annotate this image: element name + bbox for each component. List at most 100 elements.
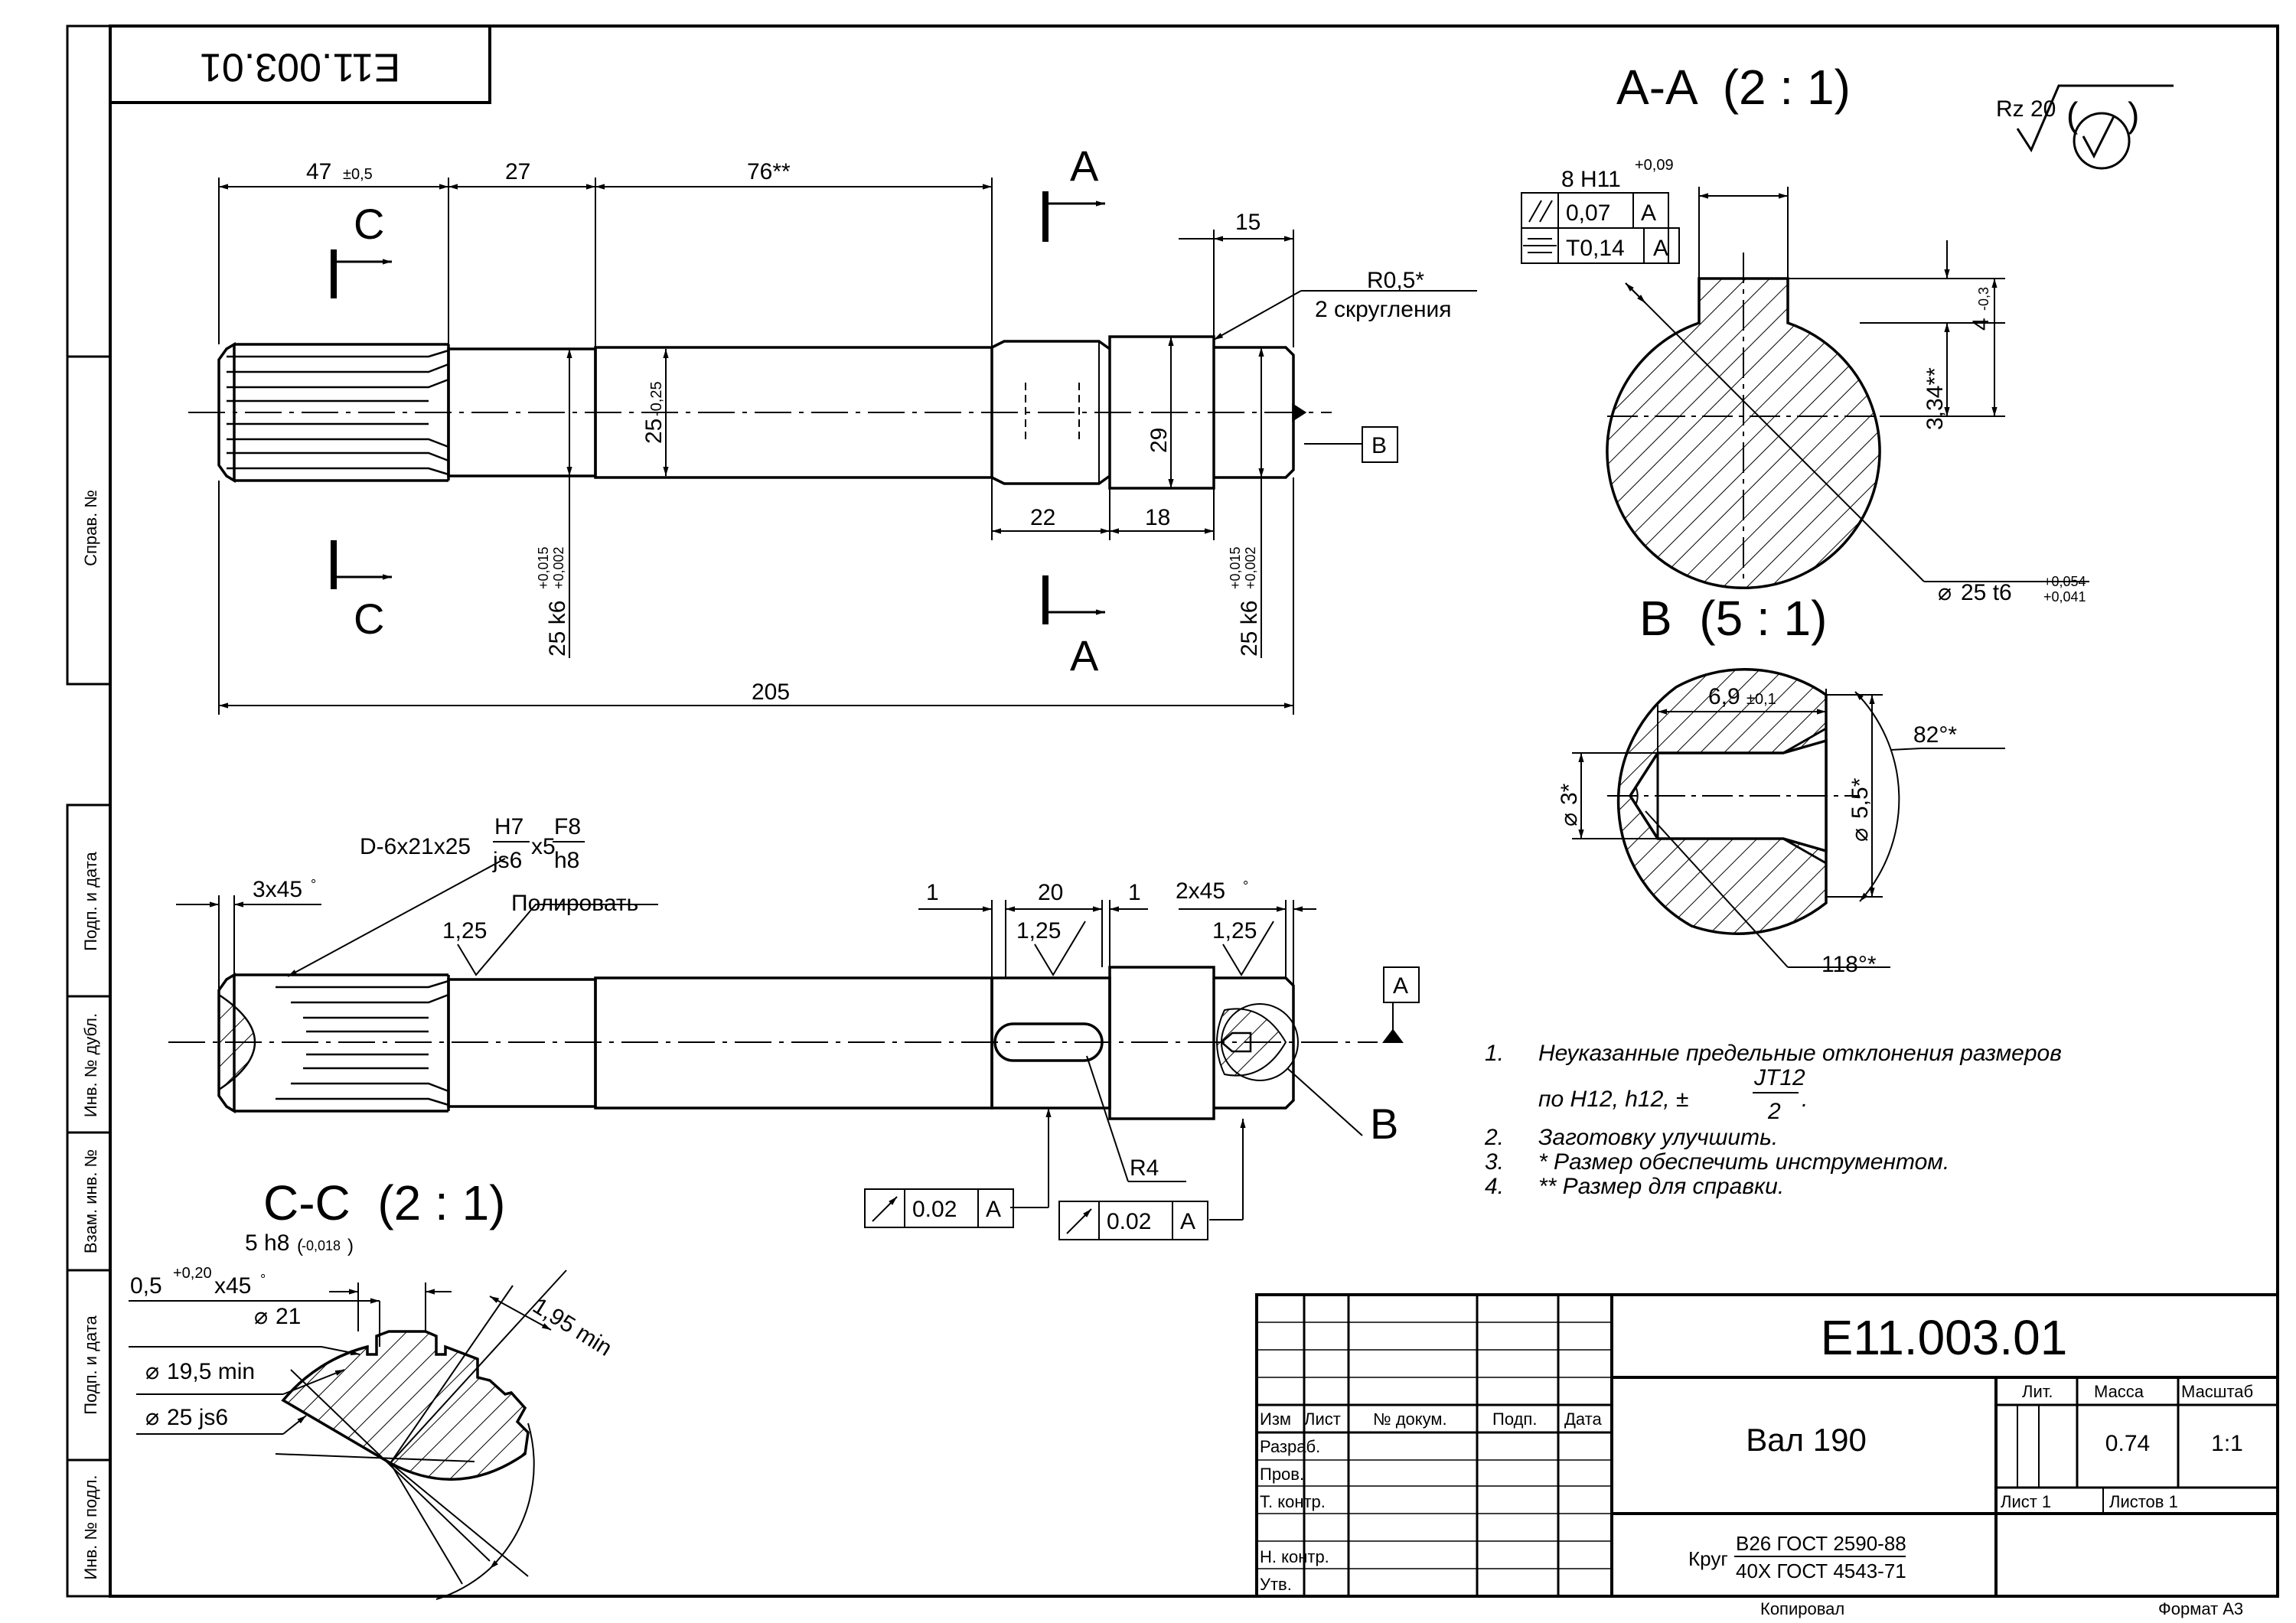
section-b-title: B (5 : 1) xyxy=(1639,591,1827,646)
title-block-text: Е11.003.01 Вал 190 Изм Лист № докум. Под… xyxy=(1260,1310,2253,1618)
tb-material-top: В26 ГОСТ 2590-88 xyxy=(1736,1532,1906,1555)
tb-doc-number: Е11.003.01 xyxy=(1821,1310,2068,1365)
datum-a-label: A xyxy=(1393,973,1408,999)
aa-dia-symbol: ⌀ xyxy=(1938,580,1952,605)
top-view-dimensions xyxy=(218,178,1477,715)
aa-sym-value: T0,14 xyxy=(1566,236,1625,261)
b-d3: 3* xyxy=(1557,783,1582,805)
dim-76: 76** xyxy=(747,159,791,184)
aa-parallel-value: 0,07 xyxy=(1566,200,1610,226)
tb-masshtab-value: 1:1 xyxy=(2211,1431,2243,1456)
cc-ch-deg: ° xyxy=(260,1272,266,1287)
spline-f8: F8 xyxy=(554,814,581,839)
dim-15: 15 xyxy=(1235,210,1261,235)
bottom-shaft-view xyxy=(168,966,1378,1120)
tb-razrab: Разраб. xyxy=(1260,1437,1320,1456)
runout-frame-1: 0.02 A xyxy=(864,1188,1014,1228)
b-a118: 118°* xyxy=(1821,952,1877,977)
cc-h8: 5 h8 xyxy=(245,1230,289,1256)
dim-1a: 1 xyxy=(926,880,939,905)
chamfer-3x45-deg: ° xyxy=(311,877,316,892)
cc-h8-paren-r: ) xyxy=(347,1236,354,1256)
label-a-bottom: A xyxy=(1070,631,1099,680)
ra-125-1: 1,25 xyxy=(442,918,487,943)
tb-material-bottom: 40Х ГОСТ 4543-71 xyxy=(1736,1559,1906,1582)
k6-right-tol-low: +0,002 xyxy=(1243,546,1258,589)
tb-list: Лист xyxy=(1304,1410,1341,1429)
section-aa-title: A-A (2 : 1) xyxy=(1616,60,1851,115)
datum-b-label: B xyxy=(1371,433,1387,458)
dim-d25: 25 xyxy=(641,419,667,444)
aa-key-tol: +0,09 xyxy=(1635,157,1674,174)
doc-number-rotated: Е11.003.01 xyxy=(200,44,400,89)
side-podp-data-2: Подп. и дата xyxy=(81,1315,100,1414)
b-d55: 5,5* xyxy=(1848,777,1873,819)
tb-format: Формат А3 xyxy=(2158,1599,2243,1618)
tb-part-name: Вал 190 xyxy=(1746,1422,1867,1458)
chamfer-2x45: 2x45 xyxy=(1176,878,1225,904)
datum-a-box: A xyxy=(1383,966,1420,1003)
section-aa-drawing xyxy=(1606,187,2089,590)
dim-d25-tol: -0,25 xyxy=(648,381,665,416)
note-2-text: Заготовку улучшить. xyxy=(1538,1125,1778,1150)
cc-ch-tail: x45 xyxy=(214,1273,251,1299)
title-block-grid xyxy=(1255,1293,2279,1598)
aa-dim-4: 4 xyxy=(1968,318,1994,331)
note-1-text: Неуказанные предельные отклонения размер… xyxy=(1538,1041,2062,1066)
roughness-symbol: Rz 20 ( ) xyxy=(1996,84,2174,170)
tb-n-kontr: Н. контр. xyxy=(1260,1547,1329,1566)
k6-right: 25 k6 xyxy=(1237,601,1262,657)
section-markers xyxy=(331,191,1105,624)
runout-2-value: 0.02 xyxy=(1107,1209,1151,1234)
section-cc-drawing xyxy=(129,1269,567,1600)
note-1b-frac-bottom: 2 xyxy=(1767,1099,1781,1124)
tb-prov: Пров. xyxy=(1260,1465,1304,1484)
cc-h8-paren-l: ( xyxy=(297,1236,303,1256)
note-3-num: 3. xyxy=(1485,1149,1504,1175)
svg-text:): ) xyxy=(2128,95,2139,135)
dim-20: 20 xyxy=(1038,880,1063,905)
b-dim-69-tol: ±0,1 xyxy=(1746,691,1776,708)
side-strip: Справ. № Подп. и дата Инв. № дубл. Взам.… xyxy=(81,490,100,1579)
section-cc-title: C-C (2 : 1) xyxy=(263,1175,505,1230)
spline-main: D-6x21x25 xyxy=(360,834,471,859)
runout-1-base: A xyxy=(986,1197,1001,1222)
tb-t-kontr: Т. контр. xyxy=(1260,1492,1326,1511)
cc-h8-tol: -0,018 xyxy=(302,1238,341,1253)
bottom-view-labels: D-6x21x25 H7 js6 x5 F8 h8 3x45 ° 2x45 ° … xyxy=(253,814,1398,1181)
note-1b-text: по H12, h12, ± xyxy=(1538,1087,1688,1112)
ra-125-3: 1,25 xyxy=(1212,918,1257,943)
cc-d21: 21 xyxy=(276,1304,301,1329)
r05: R0,5* xyxy=(1367,268,1424,293)
cc-d25: 25 js6 xyxy=(167,1405,228,1430)
dim-27: 27 xyxy=(505,159,530,184)
dim-205: 205 xyxy=(752,680,790,705)
note-4-text: ** Размер для справки. xyxy=(1538,1174,1784,1199)
ra-125-2: 1,25 xyxy=(1016,918,1061,943)
dim-47-tol: ±0,5 xyxy=(343,166,373,183)
tb-sheet: Лист 1 xyxy=(2001,1492,2051,1511)
tb-massa: Масса xyxy=(2094,1382,2144,1401)
k6-right-tol-up: +0,015 xyxy=(1228,546,1243,589)
top-shaft-view xyxy=(188,335,1332,490)
side-inv-dubl: Инв. № дубл. xyxy=(81,1013,100,1117)
runout-frame-2: 0.02 A xyxy=(1058,1201,1208,1240)
notes: 1. Неуказанные предельные отклонения раз… xyxy=(1484,1041,2062,1199)
dim-47: 47 xyxy=(306,159,331,184)
tb-podp: Подп. xyxy=(1492,1410,1537,1429)
label-a-top: A xyxy=(1070,142,1099,190)
side-vzam-inv: Взам. инв. № xyxy=(81,1149,100,1253)
cc-ch-tol: +0,20 xyxy=(173,1265,212,1282)
note-4-num: 4. xyxy=(1485,1174,1504,1199)
section-aa-labels: 8 H11 +0,09 3,34** 4 -0,3 ⌀ 25 t6 +0,054… xyxy=(1561,157,2086,605)
k6-left: 25 k6 xyxy=(545,601,570,657)
aa-dia-tol-up: +0,054 xyxy=(2043,574,2086,589)
dim-r4: R4 xyxy=(1130,1155,1159,1181)
aa-parallel-base: A xyxy=(1641,200,1656,226)
chamfer-2x45-deg: ° xyxy=(1243,878,1248,894)
runout-2-base: A xyxy=(1180,1209,1195,1234)
bottom-view-dimensions xyxy=(176,858,1404,1221)
k6-left-tol-low: +0,002 xyxy=(551,546,566,589)
aa-tolerance-frames: 0,07 A T0,14 A xyxy=(1521,192,1680,264)
